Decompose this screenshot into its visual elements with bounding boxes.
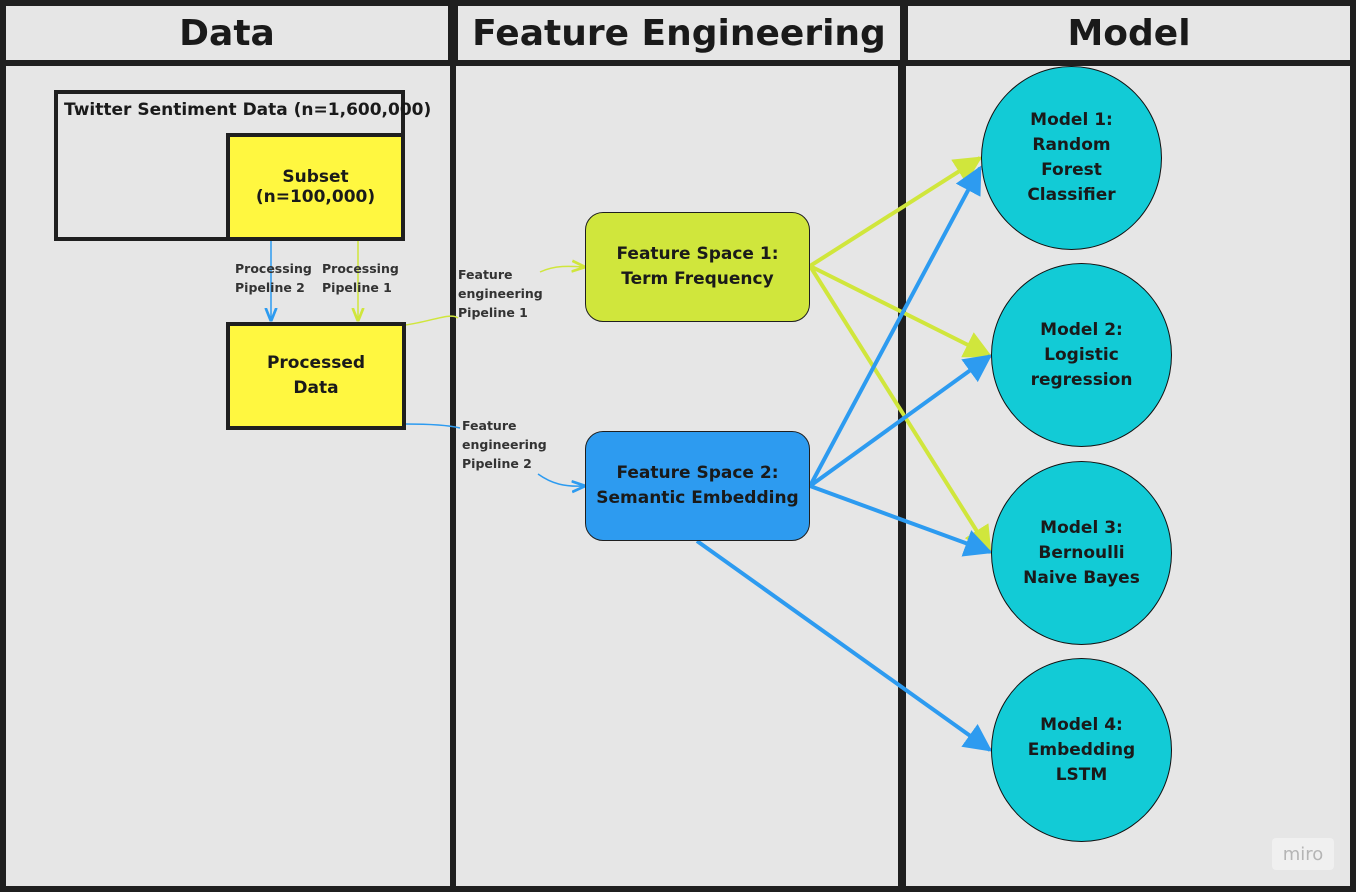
edge-fs2-model4 [695,539,993,752]
feature-space-1-box: Feature Space 1: Term Frequency [585,212,810,322]
miro-watermark: miro [1272,838,1334,870]
model-1-circle: Model 1: Random Forest Classifier [981,66,1162,250]
model-4-circle: Model 4: Embedding LSTM [991,658,1172,842]
edge-feature-engineering-pipeline-1-head [539,266,584,272]
lane-header-data: Data [6,6,448,60]
label-feature-engineering-pipeline-2: Feature engineering Pipeline 2 [462,418,547,471]
edge-fs2-model3 [809,484,993,557]
edge-fs2-model2 [808,354,993,488]
edge-feature-engineering-pipeline-2-head [537,473,584,486]
lane-header-feature-engineering: Feature Engineering [458,6,900,60]
processed-data-box: Processed Data [226,322,406,430]
edge-feature-engineering-pipeline-1 [404,315,459,326]
label-processing-pipeline-2: Processing Pipeline 2 [235,261,312,295]
model-2-circle: Model 2: Logistic regression [991,263,1172,447]
label-feature-engineering-pipeline-1: Feature engineering Pipeline 1 [458,267,543,320]
edge-fs1-model3 [808,264,992,555]
subset-box: Subset (n=100,000) [226,133,405,241]
model-3-circle: Model 3: Bernoulli Naive Bayes [991,461,1172,645]
edge-fs1-model1 [808,156,983,268]
lane-header-model: Model [908,6,1350,60]
feature-space-2-box: Feature Space 2: Semantic Embedding [585,431,810,541]
label-processing-pipeline-1: Processing Pipeline 1 [322,261,399,295]
twitter-sentiment-data-label: Twitter Sentiment Data (n=1,600,000) [64,100,432,120]
edge-feature-engineering-pipeline-2 [404,423,461,429]
edge-fs2-model1 [808,165,982,487]
edge-fs1-model2 [809,264,993,358]
